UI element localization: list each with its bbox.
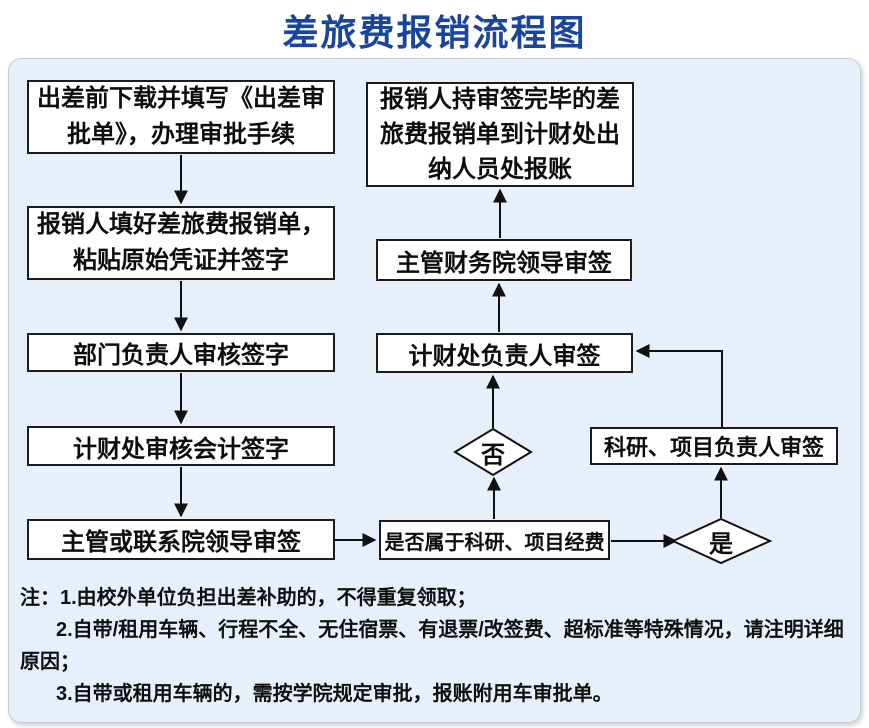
step-college-leader-sign: 主管或联系院领导审签 — [27, 519, 335, 560]
page-title: 差旅费报销流程图 — [282, 12, 587, 53]
step-department-head-sign: 部门负责人审核签字 — [27, 333, 335, 372]
step-cashier-settle: 报销人持审签完毕的差旅费报销单到计财处出纳人员处报账 — [366, 82, 634, 187]
decision-yes-label: 是 — [709, 530, 733, 558]
note-line-3: 原因； — [20, 651, 80, 673]
note-line-1: 注：1.由校外单位负担出差补助的，不得重复领取； — [20, 587, 477, 609]
note-line-4: 3.自带或租用车辆的，需按学院规定审批，报账附用车审批单。 — [56, 683, 613, 705]
step-finance-college-leader-sign: 主管财务院领导审签 — [376, 239, 632, 281]
step-finance-accountant-sign: 计财处审核会计签字 — [27, 426, 335, 466]
step-download-approval-form: 出差前下载并填写《出差审批单》，办理审批手续 — [27, 80, 335, 154]
step-is-research-project-fund: 是否属于科研、项目经费 — [379, 520, 610, 560]
step-finance-head-sign: 计财处负责人审签 — [376, 333, 633, 373]
step-fill-reimbursement-form: 报销人填好差旅费报销单，粘贴原始凭证并签字 — [27, 206, 335, 280]
notes-block: 注：1.由校外单位负担出差补助的，不得重复领取； 2.自带/租用车辆、行程不全、… — [20, 582, 852, 710]
step-project-leader-sign: 科研、项目负责人审签 — [590, 427, 838, 465]
decision-no-label: 否 — [481, 441, 505, 469]
note-line-2: 2.自带/租用车辆、行程不全、无住宿票、有退票/改签费、超标准等特殊情况，请注明… — [56, 619, 844, 641]
